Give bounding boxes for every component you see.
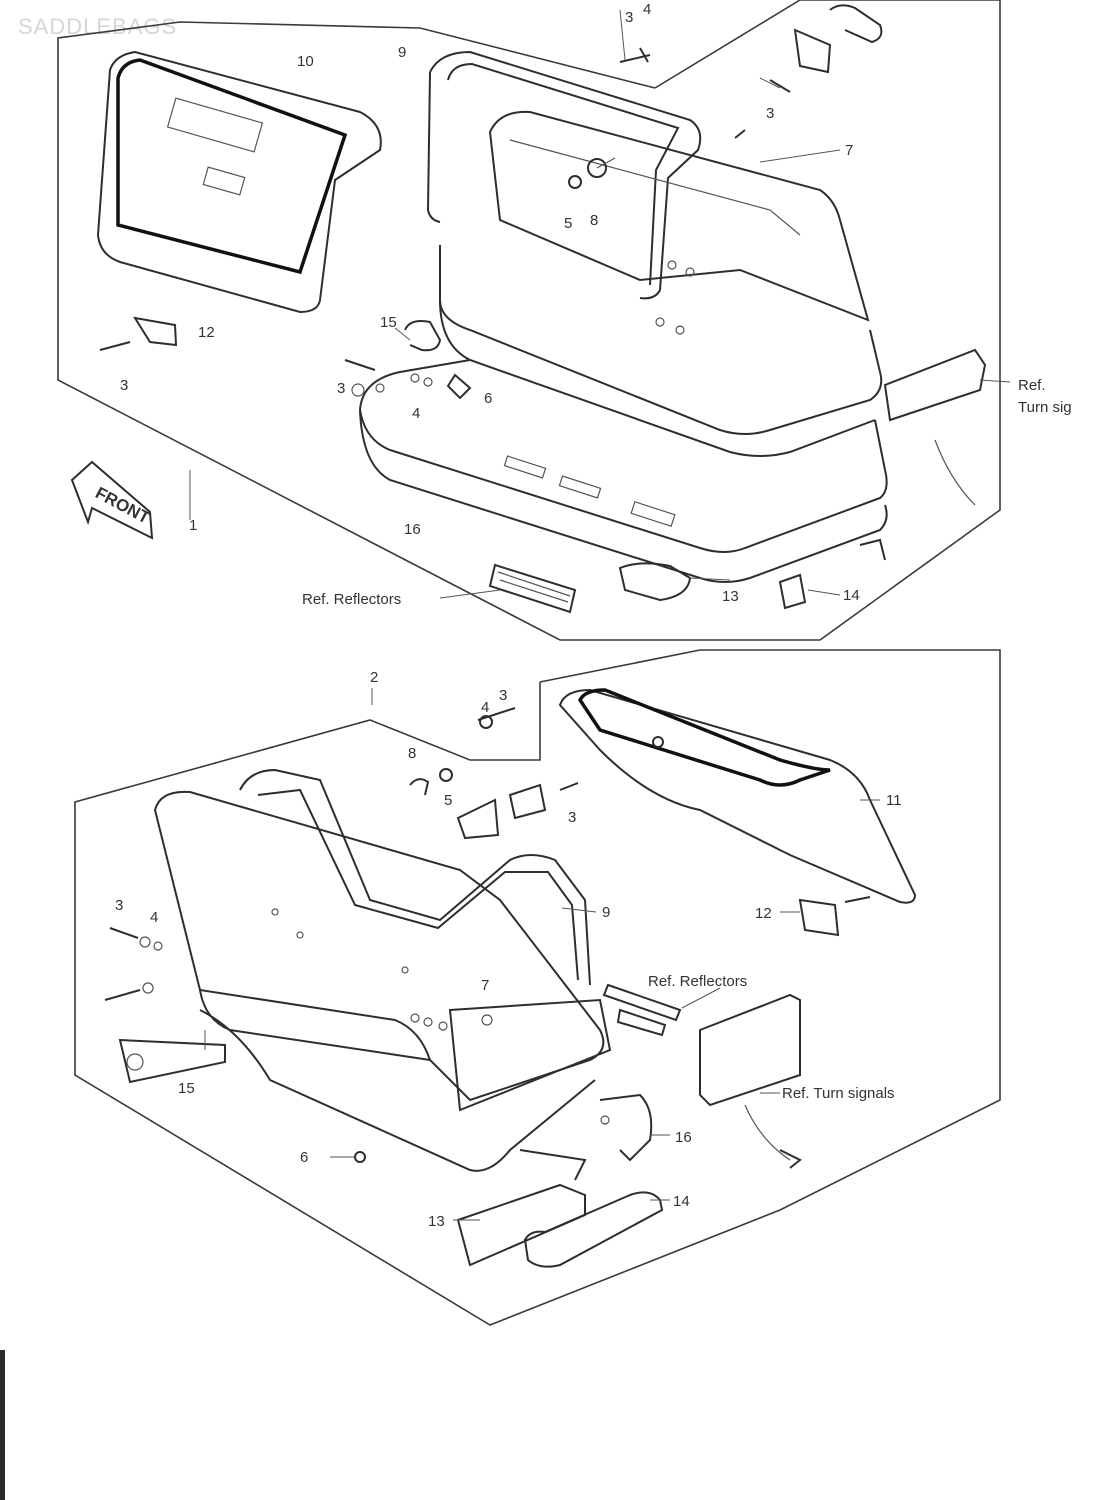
callout-14: 14	[843, 587, 860, 604]
reflector-top	[488, 562, 692, 614]
lid-bottom	[153, 790, 605, 1102]
ref-turn-signals-bottom: Ref. Turn signals	[782, 1085, 895, 1102]
callout-14b: 14	[673, 1193, 690, 1210]
turn-signal-top	[883, 348, 987, 506]
mount-bracket-top	[344, 320, 472, 400]
callout-3f: 3	[568, 809, 576, 826]
turn-signal-bottom	[699, 993, 802, 1169]
lid-gasket-bottom	[558, 688, 917, 904]
ref-turn-signals-top-line2: Turn sig	[1018, 399, 1072, 416]
bag-body-top	[359, 245, 888, 583]
callout-11: 11	[886, 792, 902, 809]
top-frame-outline	[57, 0, 1001, 641]
callout-6: 6	[484, 390, 492, 407]
callout-16: 16	[404, 521, 421, 538]
callout-4: 4	[643, 1, 651, 18]
bag-body-bottom	[199, 908, 612, 1172]
front-label: FRONT	[92, 483, 153, 528]
hinge-hardware-top	[619, 4, 883, 139]
mount-bracket-bottom	[118, 1038, 226, 1084]
rear-bracket-bottom	[599, 1093, 653, 1162]
ref-turn-signals-top-line1: Ref.	[1018, 377, 1046, 394]
left-saddlebag-assembly: FRONT 3 4 10 9 3 7 5 8 12	[57, 0, 1072, 641]
bracket-rail-top	[426, 50, 702, 300]
screw-bottom	[330, 1151, 366, 1163]
latch-bracket-bottom	[798, 896, 871, 937]
callout-7: 7	[845, 142, 853, 159]
latch-bracket-top	[99, 316, 178, 351]
scan-edge-mark	[0, 1350, 5, 1500]
callout-9b: 9	[602, 904, 610, 921]
lower-bracket-top	[778, 538, 886, 610]
bottom-frame-outline	[74, 649, 1001, 1326]
front-arrow: FRONT	[70, 460, 153, 540]
callout-16b: 16	[675, 1129, 692, 1146]
callout-3e: 3	[499, 687, 507, 704]
callout-3g: 3	[115, 897, 123, 914]
right-saddlebag-assembly: 2 4 3 8 5 3 11 3 4 9 12 7 15 16 6 13 14 …	[74, 649, 1001, 1326]
lid-top	[488, 110, 870, 322]
callout-4b: 4	[412, 405, 420, 422]
callout-3c: 3	[120, 377, 128, 394]
hinge-hardware-bottom	[409, 707, 579, 840]
callout-3: 3	[625, 9, 633, 26]
callout-6b: 6	[300, 1149, 308, 1166]
callout-4c: 4	[481, 699, 489, 716]
side-hardware-bottom	[104, 927, 163, 1001]
leader-lines-top	[189, 9, 1011, 599]
callout-5: 5	[564, 215, 572, 232]
callout-2: 2	[370, 669, 378, 686]
callout-15b: 15	[178, 1080, 195, 1097]
callout-12b: 12	[755, 905, 772, 922]
callout-15: 15	[380, 314, 397, 331]
callout-13: 13	[722, 588, 739, 605]
callout-5b: 5	[444, 792, 452, 809]
bracket-rail-bottom	[239, 768, 591, 986]
callout-1: 1	[189, 517, 197, 534]
lid-gasket-top	[96, 50, 382, 314]
callout-3b: 3	[766, 105, 774, 122]
ref-reflectors-bottom: Ref. Reflectors	[648, 973, 747, 990]
callout-8: 8	[590, 212, 598, 229]
callout-13b: 13	[428, 1213, 445, 1230]
leader-lines-bottom	[204, 688, 880, 1221]
callout-12: 12	[198, 324, 215, 341]
ref-reflectors-top: Ref. Reflectors	[302, 591, 401, 608]
callout-4d: 4	[150, 909, 158, 926]
callout-10: 10	[297, 53, 314, 70]
callout-3d: 3	[337, 380, 345, 397]
callout-9: 9	[398, 44, 406, 61]
callout-8b: 8	[408, 745, 416, 762]
lock-hardware-top	[568, 157, 616, 189]
lower-bracket-bottom	[456, 1149, 664, 1268]
reflector-bottom	[602, 983, 682, 1037]
callout-7b: 7	[481, 977, 489, 994]
